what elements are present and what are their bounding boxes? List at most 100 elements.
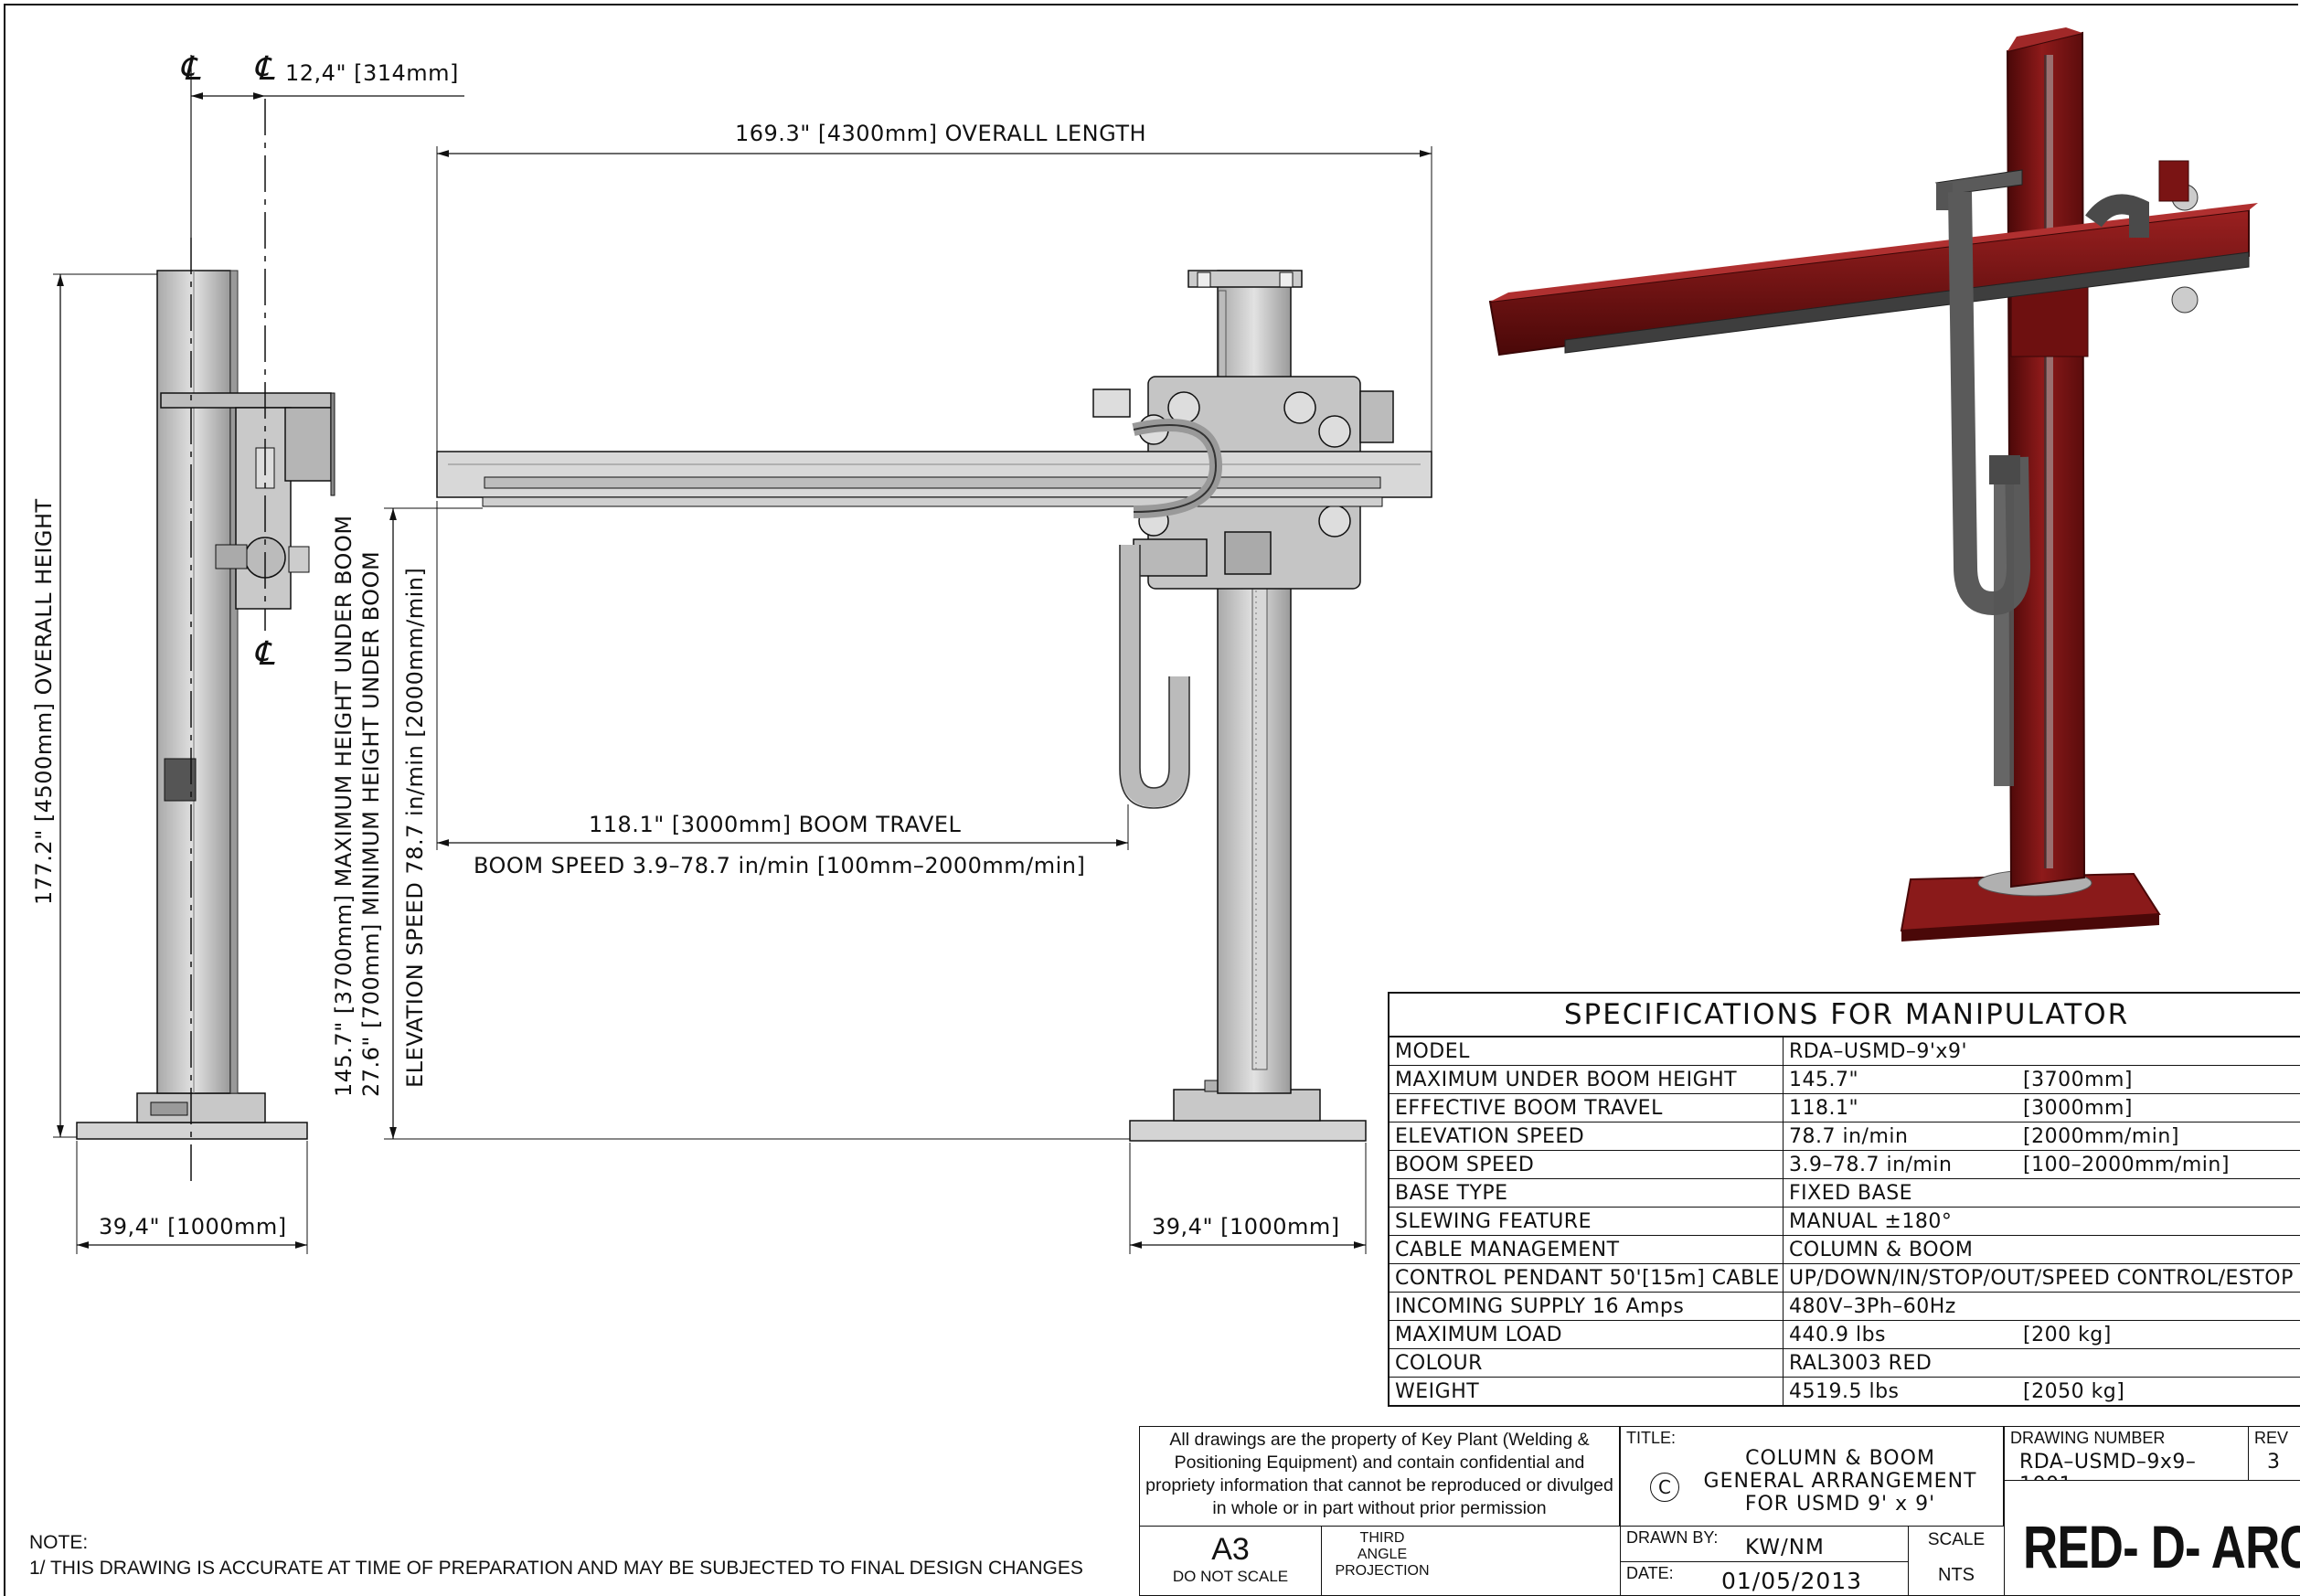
- projection-line-2: ANGLE: [1357, 1547, 1408, 1562]
- spec-key: INCOMING SUPPLY 16 Amps: [1390, 1292, 1784, 1321]
- page-border: [4, 4, 2298, 1596]
- base-width-left-dimension: 39,4" [1000mm]: [99, 1214, 287, 1240]
- title-line-3: FOR USMD 9' x 9': [1744, 1493, 1936, 1516]
- note-heading: NOTE:: [29, 1532, 89, 1553]
- spec-metric: [2000mm/min]: [2018, 1122, 2300, 1151]
- overall-length-dimension: 169.3" [4300mm] OVERALL LENGTH: [735, 121, 1146, 146]
- date-label: DATE:: [1626, 1564, 1674, 1582]
- spec-key: SLEWING FEATURE: [1390, 1207, 1784, 1236]
- drawing-number-cell: DRAWING NUMBER RDA–USMD–9x9–1001: [2004, 1426, 2249, 1496]
- spec-key: BOOM SPEED: [1390, 1150, 1784, 1179]
- spec-key: ELEVATION SPEED: [1390, 1122, 1784, 1151]
- projection-line-1: THIRD: [1359, 1530, 1405, 1546]
- projection-cell: THIRD ANGLE PROJECTION: [1321, 1526, 1621, 1596]
- spec-key: CONTROL PENDANT 50'[15m] CABLE: [1390, 1263, 1784, 1293]
- rev-cell: REV 3: [2248, 1426, 2300, 1481]
- render-3d-view: [1488, 27, 2258, 942]
- spec-value: RAL3003 RED: [1783, 1348, 2300, 1378]
- overall-height-dimension: 177.2" [4500mm] OVERALL HEIGHT: [31, 498, 57, 905]
- spec-value: 78.7 in/min: [1783, 1122, 2018, 1151]
- copyright-letter: C: [1658, 1476, 1671, 1498]
- spec-metric: [2050 kg]: [2023, 1379, 2125, 1403]
- min-height-dimension: 27.6" [700mm] MINIMUM HEIGHT UNDER BOOM: [358, 551, 384, 1097]
- date-cell: DATE: 01/05/2013: [1620, 1561, 1909, 1596]
- title-line-2: GENERAL ARRANGEMENT: [1703, 1470, 1977, 1493]
- front-view: 169.3" [4300mm] OVERALL LENGTH: [331, 121, 1432, 1254]
- rev-label: REV: [2254, 1429, 2289, 1447]
- spec-key: BASE TYPE: [1390, 1178, 1784, 1208]
- spec-metric: [3000mm]: [2018, 1093, 2300, 1123]
- side-view: ℄ ℄ ℄ 12,4" [314mm] 177.2" [4500mm] OVER…: [31, 50, 464, 1254]
- spec-metric: [100–2000mm/min]: [2018, 1150, 2300, 1179]
- drawn-by-value: KW/NM: [1745, 1536, 1825, 1559]
- do-not-scale: DO NOT SCALE: [1172, 1568, 1289, 1585]
- spec-value: 3.9–78.7 in/min: [1783, 1150, 2018, 1179]
- spec-key: MAXIMUM UNDER BOOM HEIGHT: [1390, 1065, 1784, 1094]
- spec-value: UP/DOWN/IN/STOP/OUT/SPEED CONTROL/ESTOP: [1783, 1263, 2300, 1293]
- sheet-size: A3: [1211, 1532, 1250, 1567]
- red-d-arc-logo: RED- D- ARC: [2023, 1513, 2300, 1580]
- spec-key: COLOUR: [1390, 1348, 1784, 1378]
- centerline-symbol-3: ℄: [253, 635, 275, 673]
- note-line-1: 1/ THIS DRAWING IS ACCURATE AT TIME OF P…: [29, 1558, 1083, 1579]
- spec-key: MAXIMUM LOAD: [1390, 1320, 1784, 1349]
- title-label: TITLE:: [1626, 1429, 1677, 1447]
- spec-value: 145.7": [1783, 1065, 2018, 1094]
- scale-value: NTS: [1938, 1565, 1975, 1585]
- centerline-symbol-2: ℄: [253, 50, 275, 88]
- spec-value: RDA–USMD–9'x9': [1783, 1037, 2300, 1066]
- specifications-title: SPECIFICATIONS FOR MANIPULATOR: [1390, 994, 2300, 1037]
- boom-speed-dimension: BOOM SPEED 3.9–78.7 in/min [100mm–2000mm…: [474, 853, 1085, 878]
- spec-value: 118.1": [1783, 1093, 2018, 1123]
- max-height-dimension: 145.7" [3700mm] MAXIMUM HEIGHT UNDER BOO…: [331, 515, 357, 1097]
- date-value: 01/05/2013: [1721, 1568, 1863, 1594]
- spec-value: 480V–3Ph–60Hz: [1783, 1292, 2300, 1321]
- scale-label: SCALE: [1927, 1530, 1986, 1549]
- spec-metric: [3700mm]: [2018, 1065, 2300, 1094]
- projection-line-3: PROJECTION: [1335, 1563, 1430, 1579]
- title-line-1: COLUMN & BOOM: [1745, 1447, 1935, 1470]
- spec-value: FIXED BASE: [1783, 1178, 2300, 1208]
- rev-value: 3: [2267, 1451, 2280, 1474]
- spec-value: 440.9 lbs: [1783, 1320, 2018, 1349]
- title-cell: TITLE: C COLUMN & BOOM GENERAL ARRANGEME…: [1620, 1426, 2004, 1527]
- logo-cell: RED- D- ARC: [2004, 1480, 2300, 1596]
- spec-value: 4519.5 lbs: [1789, 1379, 1900, 1403]
- scale-cell: SCALE NTS: [1908, 1526, 2005, 1596]
- spec-key: CABLE MANAGEMENT: [1390, 1235, 1784, 1264]
- elevation-speed-dimension: ELEVATION SPEED 78.7 in/min [2000mm/min]: [402, 568, 428, 1088]
- centerline-offset-dimension: 12,4" [314mm]: [285, 60, 459, 86]
- confidential-text: All drawings are the property of Key Pla…: [1145, 1430, 1613, 1518]
- base-width-right-dimension: 39,4" [1000mm]: [1152, 1214, 1340, 1240]
- sheet-size-cell: A3 DO NOT SCALE: [1139, 1526, 1322, 1596]
- spec-value: COLUMN & BOOM: [1783, 1235, 2300, 1264]
- copyright-symbol: C: [1650, 1473, 1679, 1502]
- drawing-number-label: DRAWING NUMBER: [2010, 1429, 2166, 1447]
- drawn-by-label: DRAWN BY:: [1626, 1528, 1719, 1547]
- spec-key: WEIGHT: [1390, 1377, 1784, 1405]
- spec-value: MANUAL ±180°: [1783, 1207, 2300, 1236]
- drawn-by-cell: DRAWN BY: KW/NM: [1620, 1526, 1909, 1562]
- spec-metric: [200 kg]: [2018, 1320, 2300, 1349]
- centerline-symbol-1: ℄: [179, 50, 201, 88]
- spec-key: MODEL: [1390, 1037, 1784, 1066]
- boom-travel-dimension: 118.1" [3000mm] BOOM TRAVEL: [589, 812, 962, 837]
- spec-key: EFFECTIVE BOOM TRAVEL: [1390, 1093, 1784, 1123]
- confidential-notice: All drawings are the property of Key Pla…: [1139, 1426, 1620, 1527]
